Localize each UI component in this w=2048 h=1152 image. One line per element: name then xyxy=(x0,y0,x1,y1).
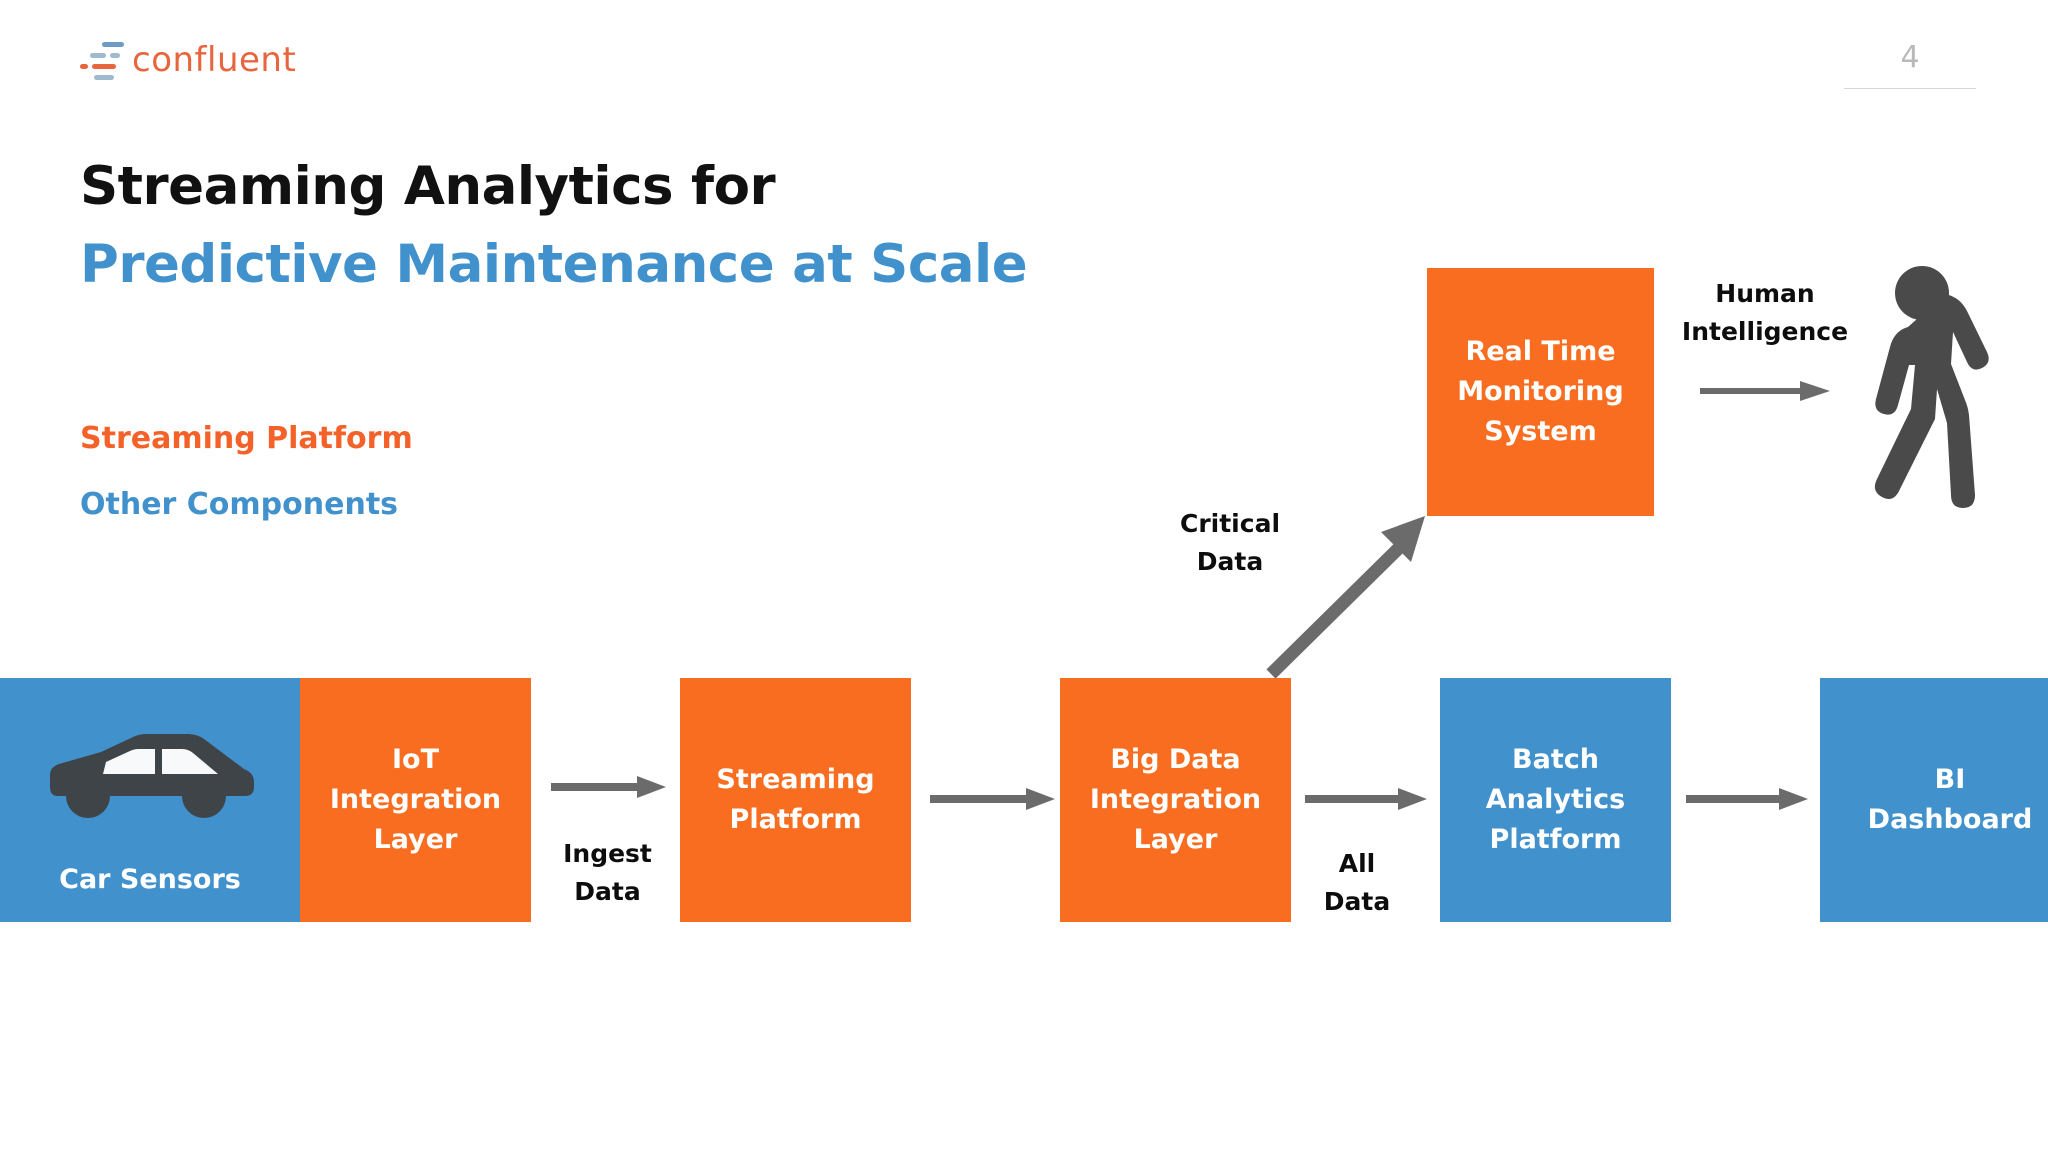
title-line-primary: Streaming Analytics for xyxy=(80,156,776,217)
legend: Streaming Platform Other Components xyxy=(80,406,413,538)
walking-person-icon xyxy=(1874,266,1989,508)
caption-critical-data: Critical Data xyxy=(1179,509,1281,576)
box-real-time-monitor[interactable]: Real Time Monitoring System xyxy=(1427,268,1654,516)
box-batch-analytics-label: Batch Analytics Platform xyxy=(1485,744,1626,855)
box-iot-integration-label: IoT Integration Layer xyxy=(329,744,502,855)
box-streaming-platform-label: Streaming Platform xyxy=(716,764,875,835)
arrow-monitor-to-person xyxy=(1700,381,1830,401)
page-number-rule xyxy=(1844,88,1976,89)
caption-human-intelligence: Human Intelligence xyxy=(1681,279,1849,346)
legend-item-streaming-platform: Streaming Platform xyxy=(80,421,413,456)
arrow-bigdata-to-batch xyxy=(1305,788,1427,810)
box-real-time-monitor-label: Real Time Monitoring System xyxy=(1457,336,1624,447)
box-big-data-integration-label: Big Data Integration Layer xyxy=(1089,744,1262,855)
box-bi-dashboard[interactable]: BI Dashboard xyxy=(1820,678,2048,922)
box-big-data-integration[interactable]: Big Data Integration Layer xyxy=(1060,678,1291,922)
confluent-logo-wordmark: confluent xyxy=(132,40,297,80)
box-iot-integration[interactable]: IoT Integration Layer xyxy=(300,678,531,922)
legend-item-other-components: Other Components xyxy=(80,487,399,522)
arrow-critical-data xyxy=(1266,516,1425,679)
box-batch-analytics[interactable]: Batch Analytics Platform xyxy=(1440,678,1671,922)
arrow-batch-to-bi xyxy=(1686,788,1808,810)
box-bi-dashboard-label: BI Dashboard xyxy=(1867,764,2033,835)
title-line-secondary: Predictive Maintenance at Scale xyxy=(80,234,1028,295)
arrow-iot-to-streaming xyxy=(551,776,666,798)
box-car-sensors-label: Car Sensors xyxy=(59,864,241,895)
car-icon xyxy=(50,734,254,818)
arrow-streaming-to-bigdata xyxy=(930,788,1055,810)
page-title: Streaming Analytics for Predictive Maint… xyxy=(80,148,1180,304)
caption-ingest-data: Ingest Data xyxy=(563,839,652,906)
confluent-logo-mark-icon xyxy=(80,40,128,80)
box-car-sensors[interactable]: Car Sensors xyxy=(0,678,300,922)
caption-all-data: All Data xyxy=(1323,849,1391,916)
confluent-logo[interactable]: confluent xyxy=(80,36,300,84)
page-number: 4 xyxy=(1900,40,1920,75)
box-streaming-platform[interactable]: Streaming Platform xyxy=(680,678,911,922)
